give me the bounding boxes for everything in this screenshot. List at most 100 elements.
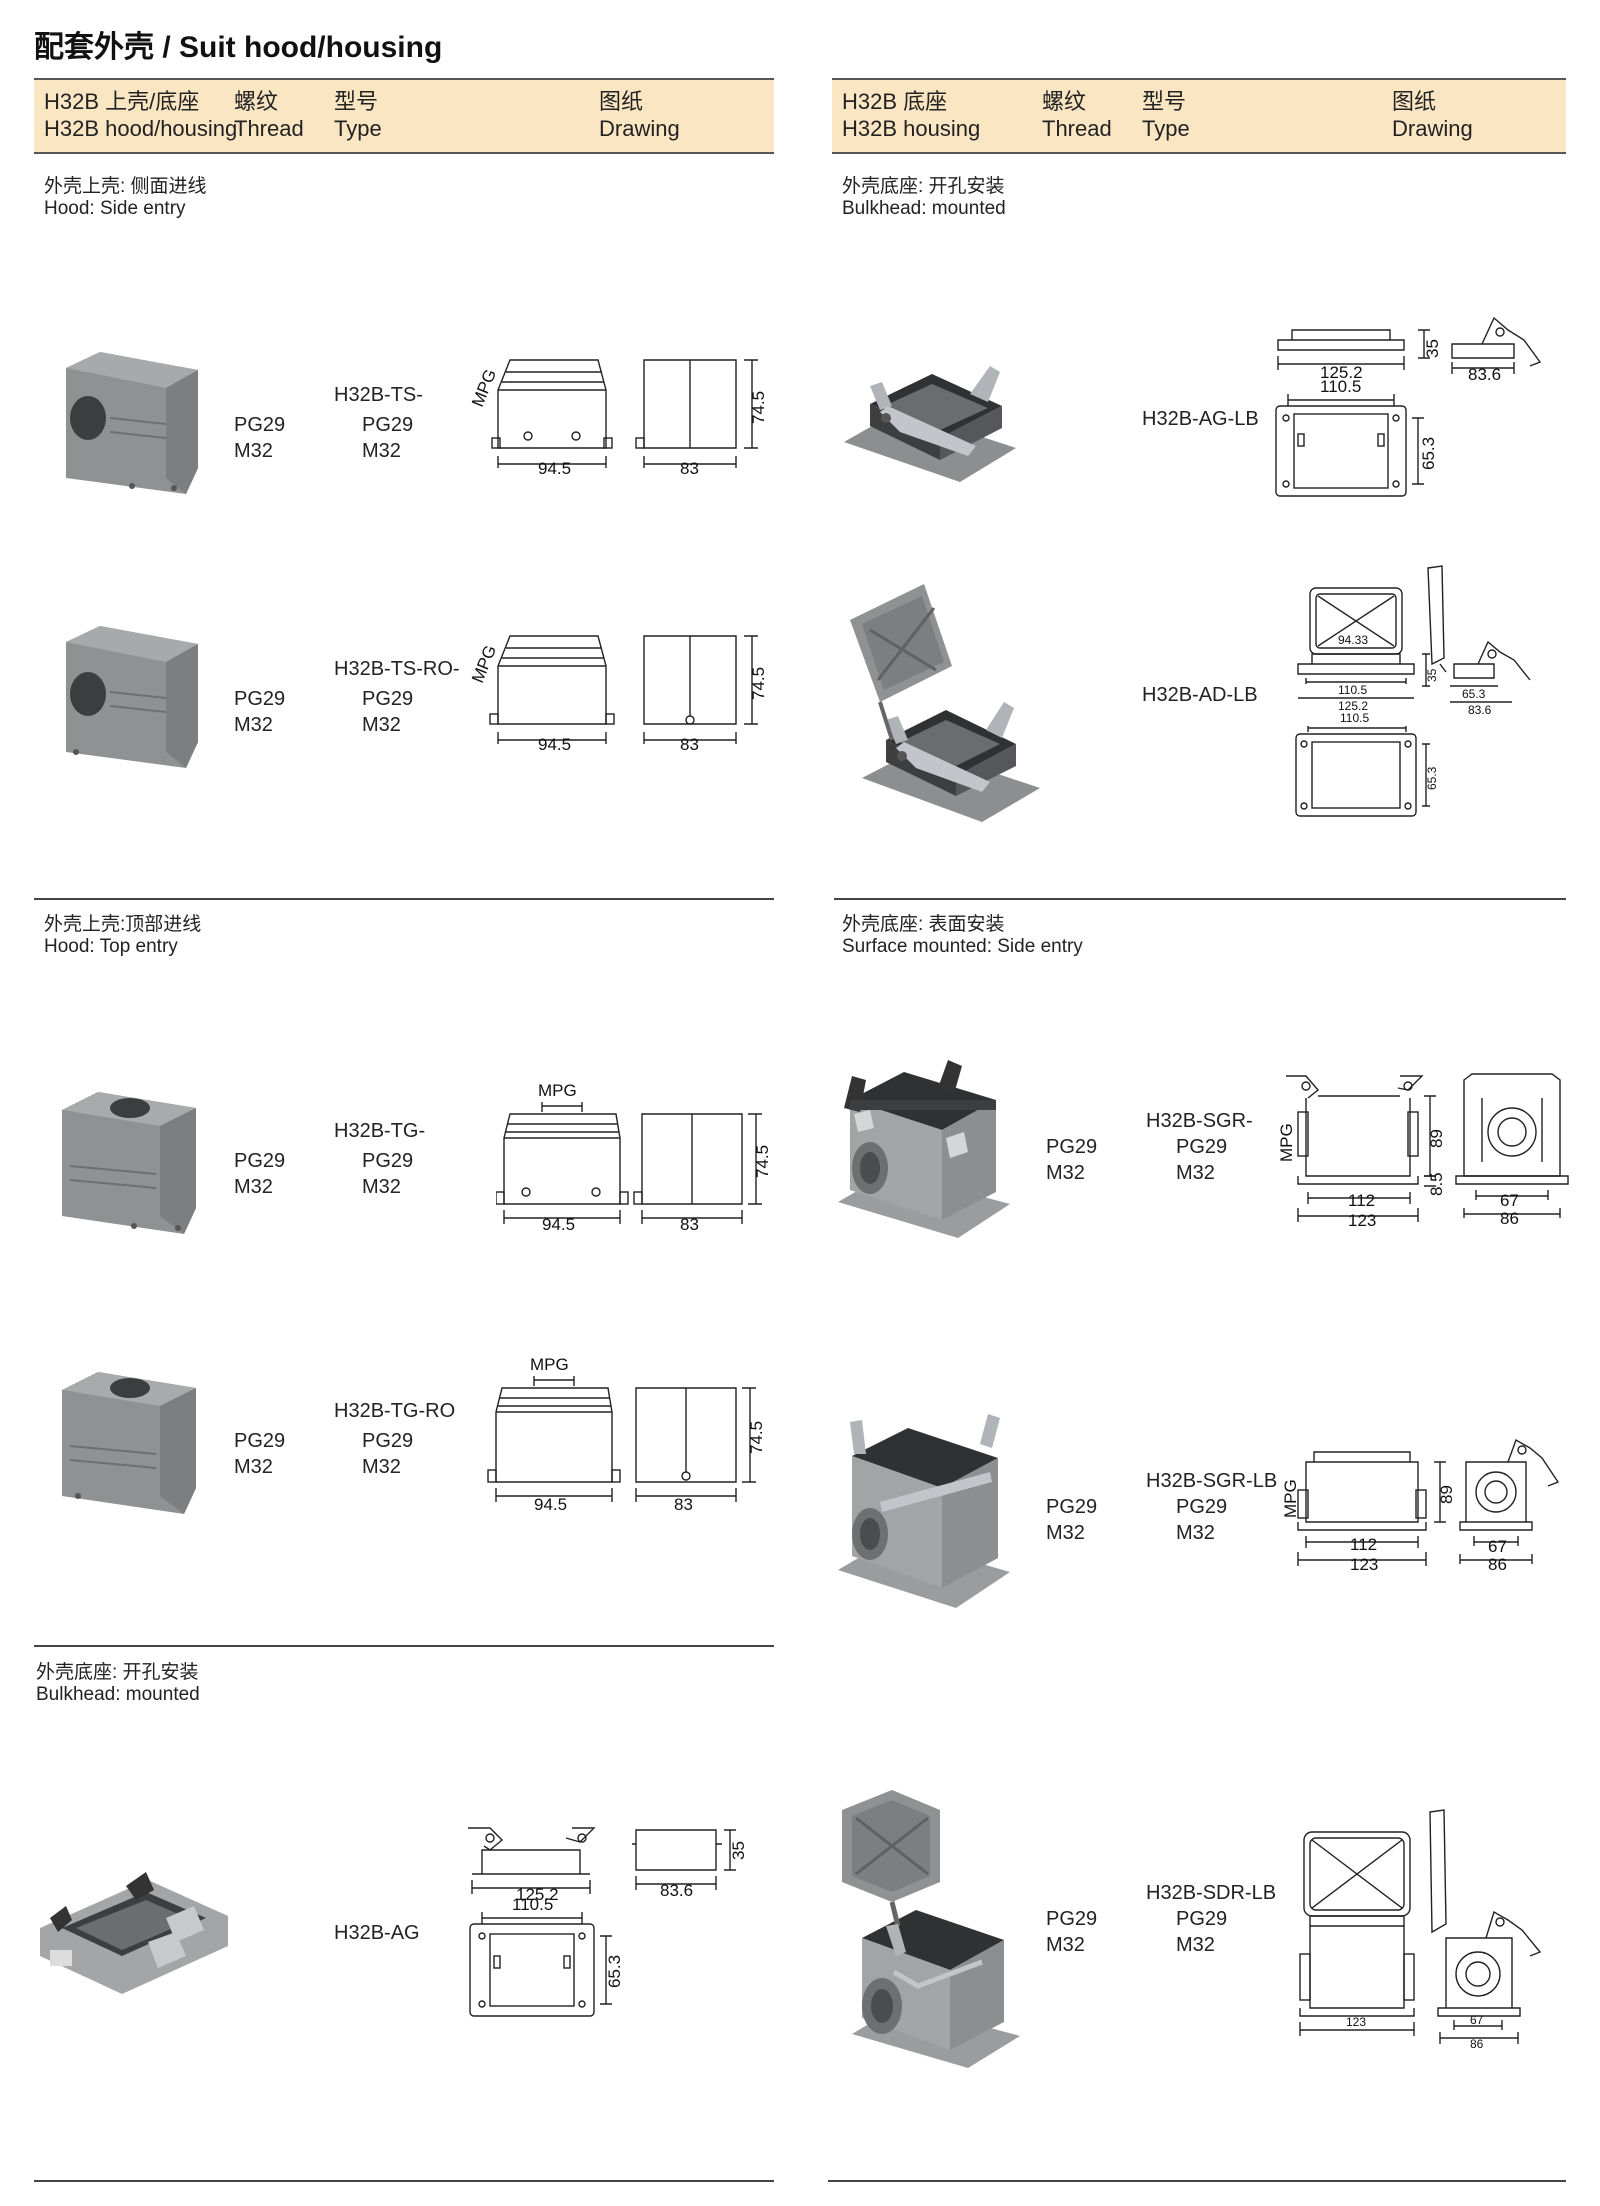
header-product-en: H32B housing <box>842 116 981 141</box>
dimension-side-outer: 86 <box>1500 1209 1519 1228</box>
dimension-width: 94.5 <box>534 1495 567 1514</box>
bulkhead-lid-housing-drawing: 94.33 110.5 125.2 35 65.3 83.6 110.5 65.… <box>1295 565 1531 817</box>
type-code: H32B-TS-RO- <box>334 658 460 680</box>
hood-side-entry-ro-photo <box>66 626 198 768</box>
section-bulkhead-right-en: Bulkhead: mounted <box>842 198 1006 219</box>
surface-mount-housing-photo <box>838 1060 1010 1238</box>
type-variant: PG29 <box>362 1430 414 1452</box>
type-variant: M32 <box>362 1456 401 1478</box>
type-code: H32B-SGR- <box>1146 1110 1253 1132</box>
dimension-height: 35 <box>729 1841 748 1860</box>
header-drawing-cn: 图纸 <box>599 89 644 114</box>
dimension-hole-spacing: 110.5 <box>1320 377 1361 396</box>
type-code: H32B-TG- <box>334 1120 426 1142</box>
header-type-en: Type <box>334 116 382 141</box>
dimension-base: 8.5 <box>1427 1172 1446 1196</box>
header-drawing-cn: 图纸 <box>1392 89 1437 114</box>
header-thread-cn: 螺纹 <box>1042 89 1087 114</box>
divider <box>828 2180 1566 2182</box>
dimension-side-inner: 67 <box>1470 2013 1484 2027</box>
mpg-label: MPG <box>468 366 500 409</box>
header-product-en: H32B hood/housing <box>44 116 238 141</box>
bulkhead-lever-housing-drawing: 125.2 35 83.6 110.5 65.3 <box>1275 316 1542 497</box>
header-product-cn: H32B 上壳/底座 <box>44 89 200 114</box>
type-code: H32B-AG <box>334 1922 420 1944</box>
header-type-cn: 型号 <box>334 89 379 114</box>
dimension-height: 89 <box>1427 1129 1446 1148</box>
dimension-inner: 112 <box>1350 1535 1377 1554</box>
dimension-side-outer: 86 <box>1470 2037 1484 2051</box>
type-variant: M32 <box>362 714 401 736</box>
surface-mount-lid-housing-drawing: 123 67 86 <box>1299 1809 1542 2051</box>
type-code: H32B-TG-RO <box>334 1400 456 1422</box>
hood-side-entry-drawing: MPG 94.5 83 74.5 <box>468 359 768 478</box>
surface-mount-lever-housing-drawing: MPG 112 123 89 67 86 <box>1281 1438 1560 1574</box>
thread-value: PG29 <box>1046 1908 1098 1930</box>
dimension-depth: 83 <box>680 1215 699 1234</box>
dimension-hole-depth: 65.3 <box>1419 437 1438 470</box>
dimension-depth: 83 <box>680 459 699 478</box>
dimension-hole-depth: 65.3 <box>1425 766 1439 790</box>
section-hood-side-en: Hood: Side entry <box>44 198 186 219</box>
thread-value: PG29 <box>1046 1136 1098 1158</box>
thread-value: M32 <box>1046 1522 1085 1544</box>
page-title: 配套外壳 / Suit hood/housing <box>34 31 443 64</box>
hood-top-entry-ro-drawing: MPG 94.5 83 74.5 <box>487 1355 766 1514</box>
type-variant: M32 <box>1176 1522 1215 1544</box>
divider <box>34 1645 774 1647</box>
dimension-depth: 83 <box>680 735 699 754</box>
mpg-label: MPG <box>538 1081 577 1100</box>
section-surface-en: Surface mounted: Side entry <box>842 936 1083 957</box>
header-thread-en: Thread <box>1042 116 1112 141</box>
right-table-header: H32B 底座 H32B housing 螺纹 Thread 型号 Type 图… <box>832 78 1566 154</box>
type-variant: PG29 <box>362 688 414 710</box>
section-surface-cn: 外壳底座: 表面安装 <box>842 914 1005 935</box>
hood-side-entry-photo <box>66 352 198 494</box>
type-variant: M32 <box>362 1176 401 1198</box>
thread-value: M32 <box>1046 1934 1085 1956</box>
dimension-side-inner: 67 <box>1488 1537 1507 1556</box>
header-drawing-en: Drawing <box>599 116 680 141</box>
dimension-height: 74.5 <box>749 667 768 700</box>
mpg-label: MPG <box>530 1355 569 1374</box>
type-code: H32B-TS- <box>334 384 423 406</box>
section-hood-side-cn: 外壳上壳: 侧面进线 <box>44 176 207 197</box>
dimension-lid: 94.33 <box>1338 633 1368 647</box>
header-thread-cn: 螺纹 <box>234 89 279 114</box>
header-drawing-en: Drawing <box>1392 116 1473 141</box>
dimension-depth: 83 <box>674 1495 693 1514</box>
dimension-height: 35 <box>1425 668 1439 682</box>
divider <box>34 2180 774 2182</box>
dimension-hole-spacing: 110.5 <box>512 1895 553 1914</box>
dimension-height: 89 <box>1437 1485 1456 1504</box>
dimension-hole-spacing: 110.5 <box>1338 683 1367 697</box>
dimension-outer: 123 <box>1350 1555 1378 1574</box>
mpg-label: MPG <box>1277 1123 1296 1162</box>
dimension-depth: 83.6 <box>660 1881 693 1900</box>
dimension-length: 125.2 <box>516 1885 559 1904</box>
dimension-length: 125.2 <box>1320 363 1363 382</box>
thread-value: PG29 <box>234 414 286 436</box>
section-bulkhead-left-en: Bulkhead: mounted <box>36 1684 200 1705</box>
hood-side-entry-ro-drawing: MPG 94.5 83 74.5 <box>468 635 768 754</box>
type-variant: M32 <box>1176 1934 1215 1956</box>
mpg-label: MPG <box>468 642 500 685</box>
dimension-outer: 123 <box>1348 1211 1376 1230</box>
thread-value: M32 <box>234 440 273 462</box>
type-variant: PG29 <box>1176 1908 1228 1930</box>
divider <box>34 898 774 900</box>
thread-value: M32 <box>1046 1162 1085 1184</box>
hood-top-entry-drawing: MPG 94.5 83 74.5 <box>496 1081 772 1234</box>
thread-value: M32 <box>234 714 273 736</box>
dimension-outer: 123 <box>1346 2015 1366 2029</box>
thread-value: PG29 <box>234 1150 286 1172</box>
dimension-height: 74.5 <box>753 1145 772 1178</box>
type-variant: M32 <box>1176 1162 1215 1184</box>
section-hood-top-en: Hood: Top entry <box>44 936 178 957</box>
header-type-en: Type <box>1142 116 1190 141</box>
type-code: H32B-SDR-LB <box>1146 1882 1277 1904</box>
dimension-depth: 83.6 <box>1468 365 1501 384</box>
dimension-inner: 112 <box>1348 1191 1375 1210</box>
thread-value: PG29 <box>1046 1496 1098 1518</box>
header-type-cn: 型号 <box>1142 89 1187 114</box>
